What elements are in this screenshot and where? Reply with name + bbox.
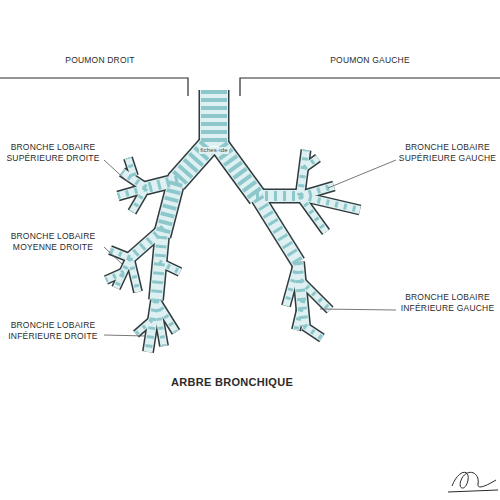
cartilage-rings <box>148 300 156 352</box>
bronchus-fill <box>220 146 258 198</box>
cartilage-rings <box>130 258 138 292</box>
cartilage-rings <box>300 150 306 196</box>
bronchus-fill <box>132 188 146 212</box>
bronchus-fill <box>130 258 138 292</box>
cartilage-rings <box>201 90 227 146</box>
leader-line <box>104 335 146 336</box>
lung-bracket <box>0 78 188 96</box>
bronchus-outline <box>258 198 298 262</box>
cartilage-rings <box>304 158 318 168</box>
bronchus-outline <box>199 90 230 146</box>
lung-bracket <box>240 78 500 96</box>
cartilage-rings <box>162 182 176 236</box>
bronchus-fill <box>162 182 176 236</box>
lung-label: POUMON GAUCHE <box>310 55 430 66</box>
cartilage-rings <box>118 188 146 196</box>
part-label: BRONCHE LOBAIRE INFÉRIEURE GAUCHE <box>398 292 497 314</box>
cartilage-rings <box>156 300 164 346</box>
bronchus-fill <box>200 90 228 146</box>
leader-line <box>320 309 396 310</box>
part-label: BRONCHE LOBAIRE SUPÉRIEURE DROITE <box>3 142 103 164</box>
bronchus-fill <box>300 196 326 232</box>
cartilage-rings <box>220 146 258 198</box>
watermark: fiches-ide <box>199 147 229 154</box>
cartilage-rings <box>128 158 134 176</box>
cartilage-rings <box>300 280 330 310</box>
cartilage-rings <box>296 300 303 330</box>
bronchus-outline <box>156 236 162 300</box>
cartilage-rings <box>159 262 180 272</box>
part-label: BRONCHE LOBAIRE INFÉRIEURE DROITE <box>3 320 103 342</box>
bronchus-outline <box>298 262 304 326</box>
signature <box>448 472 498 492</box>
bronchus-fill <box>258 198 298 262</box>
bronchus-outline <box>220 146 258 198</box>
cartilage-rings <box>300 196 326 232</box>
bronchus-fill <box>304 326 322 338</box>
cartilage-rings <box>286 262 298 306</box>
leader-line <box>328 160 396 188</box>
part-label: BRONCHE LOBAIRE SUPÉRIEURE GAUCHE <box>398 142 497 164</box>
leader-line <box>104 247 122 264</box>
cartilage-rings <box>110 250 130 258</box>
bronchus-fill <box>286 262 298 306</box>
part-label: BRONCHE LOBAIRE MOYENNE DROITE <box>3 231 103 253</box>
cartilage-rings <box>258 198 298 262</box>
cartilage-rings <box>136 320 152 334</box>
bronchus-fill <box>156 236 162 300</box>
lung-label: POUMON DROIT <box>40 55 160 66</box>
cartilage-rings <box>106 272 124 280</box>
bronchus-outline <box>304 326 322 338</box>
bronchus-outline <box>130 258 138 292</box>
bronchus-outline <box>162 182 176 236</box>
cartilage-rings <box>304 326 322 338</box>
leader-line <box>104 160 128 182</box>
cartilage-rings <box>156 236 162 300</box>
bronchus-fill <box>300 150 306 196</box>
bronchus-fill <box>298 262 304 326</box>
cartilage-rings <box>298 262 304 326</box>
cartilage-rings <box>300 196 360 210</box>
bronchus-fill <box>128 158 134 176</box>
diagram-title: ARBRE BRONCHIQUE <box>171 376 293 388</box>
cartilage-rings <box>130 228 164 258</box>
cartilage-rings <box>132 188 146 212</box>
